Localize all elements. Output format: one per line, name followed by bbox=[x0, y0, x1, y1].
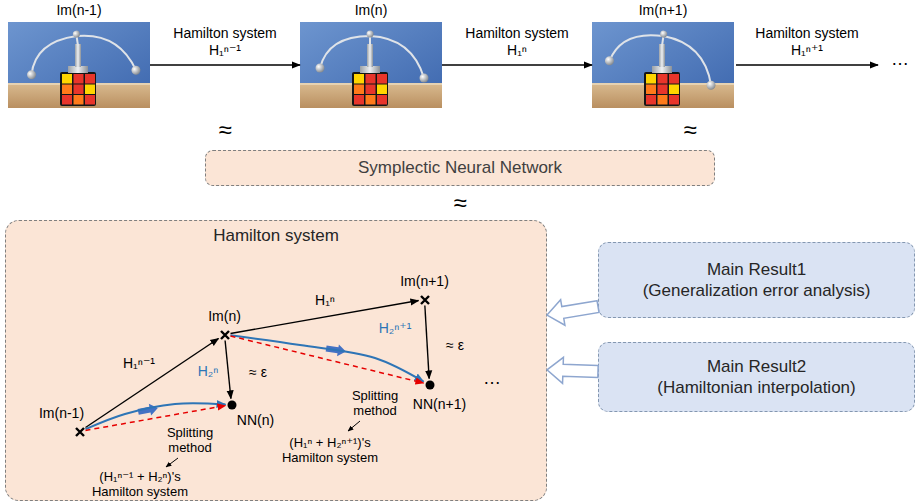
balance-arms bbox=[316, 31, 429, 83]
flow-connector bbox=[442, 64, 592, 66]
dot-marker bbox=[425, 380, 434, 389]
flow-connector bbox=[150, 64, 300, 66]
photo-image bbox=[8, 22, 150, 108]
edge-label: H₁ⁿ bbox=[314, 292, 336, 309]
annotation-label: (H₁ⁿ⁻¹ + H₂ⁿ)'s Hamilton system bbox=[83, 469, 197, 499]
annotation-label: … bbox=[482, 370, 502, 387]
state-point: NN(n+1) bbox=[424, 379, 436, 391]
edge-label: Hamilton system H₁ⁿ bbox=[458, 25, 576, 59]
annotation-label: Splitting method bbox=[344, 388, 406, 418]
flow-arrow bbox=[736, 64, 878, 66]
photo-scene bbox=[8, 22, 150, 108]
state-point: NN(n) bbox=[226, 399, 238, 411]
point-marker bbox=[226, 399, 238, 411]
point-marker bbox=[219, 329, 231, 341]
cross-marker bbox=[421, 296, 429, 304]
result-text: Main Result2 bbox=[707, 356, 806, 377]
annotation-label: Splitting method bbox=[159, 425, 221, 455]
point-marker bbox=[74, 426, 86, 438]
frame-caption: Im(n+1) bbox=[592, 2, 734, 19]
dot-marker bbox=[227, 400, 236, 409]
point-marker bbox=[424, 379, 436, 391]
annotation-label: ≈ bbox=[452, 191, 467, 215]
point-label: NN(n+1) bbox=[412, 396, 467, 413]
photo-image bbox=[300, 22, 442, 108]
result-text: (Generalization error analysis) bbox=[643, 280, 871, 301]
state-point: Im(n-1) bbox=[74, 426, 86, 438]
edge-label: Hamilton system H₁ⁿ⁻¹ bbox=[166, 25, 284, 59]
edge-label: H₁ⁿ⁻¹ bbox=[122, 355, 156, 372]
annotation-label: … bbox=[890, 51, 910, 68]
point-label: Im(n+1) bbox=[399, 273, 450, 290]
edge-label: H₂ⁿ⁺¹ bbox=[378, 320, 413, 337]
photo-scene bbox=[592, 22, 734, 108]
photo-frame: Im(n) bbox=[300, 22, 442, 108]
point-marker bbox=[419, 294, 431, 306]
block-arrow bbox=[547, 300, 599, 326]
network-box: Symplectic Neural Network bbox=[205, 150, 715, 186]
panel-title: Hamilton system bbox=[6, 221, 546, 246]
block-arrow bbox=[547, 357, 598, 383]
annotation-label: ≈ bbox=[682, 118, 697, 142]
edge-label: ≈ ε bbox=[248, 364, 268, 381]
edge-label: ≈ ε bbox=[445, 337, 465, 354]
box-label: Symplectic Neural Network bbox=[358, 158, 562, 178]
annotation-label: (H₁ⁿ + H₂ⁿ⁺¹)'s Hamilton system bbox=[273, 435, 387, 465]
frame-caption: Im(n) bbox=[300, 2, 442, 19]
result-box: Main Result2(Hamiltonian interpolation) bbox=[598, 342, 915, 412]
edge-label: H₂ⁿ bbox=[197, 363, 220, 380]
balance-arms bbox=[603, 23, 722, 90]
cross-marker bbox=[76, 428, 84, 436]
result-box: Main Result1(Generalization error analys… bbox=[598, 242, 915, 318]
photo-frame: Im(n+1) bbox=[592, 22, 734, 108]
result-text: (Hamiltonian interpolation) bbox=[657, 377, 855, 398]
photo-scene bbox=[300, 22, 442, 108]
frame-caption: Im(n-1) bbox=[8, 2, 150, 19]
annotation-label: ≈ bbox=[217, 118, 232, 142]
cross-marker bbox=[221, 331, 229, 339]
photo-frame: Im(n-1) bbox=[8, 22, 150, 108]
annotation-label: Hamilton system H₁ⁿ⁺¹ bbox=[748, 25, 866, 59]
state-point: Im(n+1) bbox=[419, 294, 431, 306]
state-point: Im(n) bbox=[219, 329, 231, 341]
point-label: NN(n) bbox=[236, 412, 275, 429]
result-text: Main Result1 bbox=[707, 259, 806, 280]
point-label: Im(n-1) bbox=[38, 405, 85, 422]
balance-arms bbox=[22, 23, 141, 90]
point-label: Im(n) bbox=[207, 308, 242, 325]
photo-image bbox=[592, 22, 734, 108]
